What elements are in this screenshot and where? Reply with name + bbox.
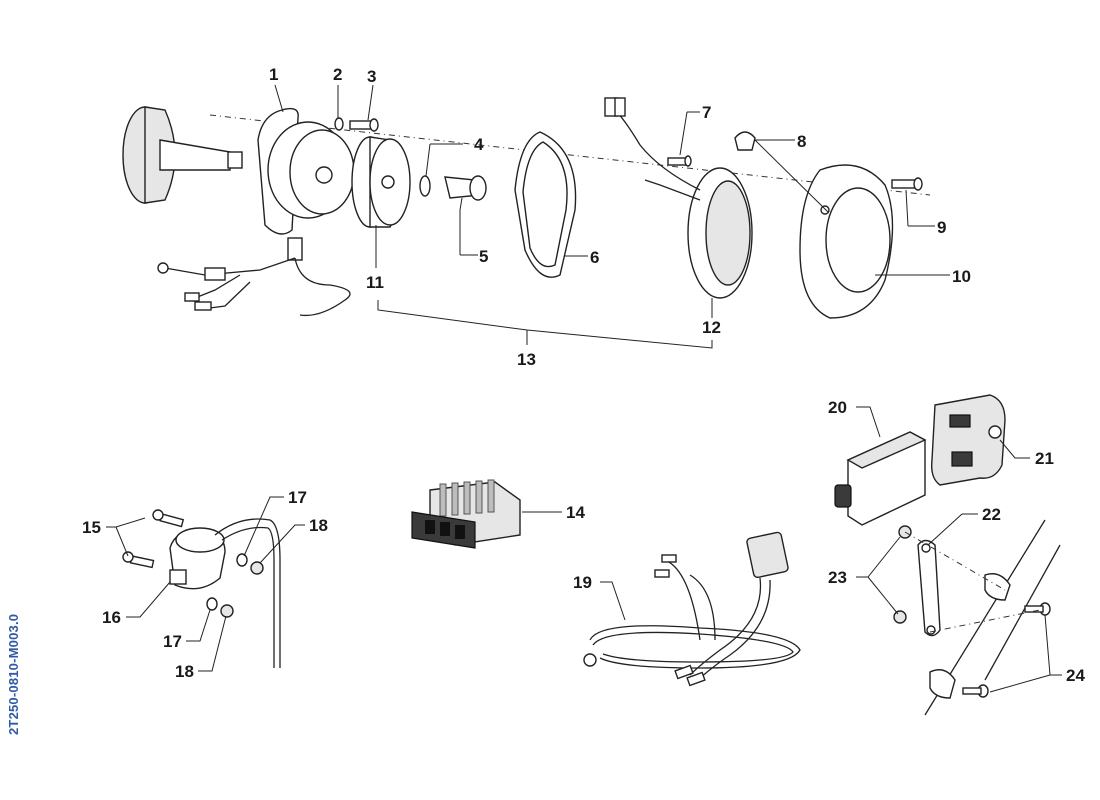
- callout-17-bottom: 17: [163, 632, 182, 651]
- nuts-18: [220, 561, 264, 618]
- callout-8: 8: [797, 132, 806, 151]
- rotor-11: [351, 136, 411, 228]
- nut-5: [444, 175, 487, 201]
- callout-19: 19: [573, 573, 592, 592]
- washer-4: [419, 175, 431, 197]
- bracket-22: [917, 539, 1011, 699]
- callout-20: 20: [828, 398, 847, 417]
- screw-9: [891, 177, 923, 191]
- wiring-harness-19: [583, 531, 801, 687]
- stator-12: [604, 97, 753, 299]
- leader-lines-top: [274, 84, 950, 349]
- callout-23: 23: [828, 568, 847, 587]
- callout-2: 2: [333, 65, 342, 84]
- callout-12: 12: [702, 318, 721, 337]
- document-code: 2T250-0810-M003.0: [6, 613, 21, 735]
- leader-19: [600, 581, 626, 621]
- callout-24: 24: [1066, 666, 1085, 685]
- ecu-20: [834, 431, 927, 526]
- screws-24: [962, 602, 1051, 698]
- callout-21: 21: [1035, 449, 1054, 468]
- callout-14: 14: [566, 503, 585, 522]
- screw-7: [667, 155, 692, 167]
- stator-plate: [257, 107, 355, 261]
- plug-8: [734, 131, 756, 151]
- callout-22: 22: [982, 505, 1001, 524]
- voltage-regulator-14: [411, 479, 521, 549]
- callout-17-top: 17: [288, 488, 307, 507]
- screws-15: [122, 509, 185, 569]
- cdi-unit-21: [930, 394, 1006, 486]
- nuts-23: [893, 525, 912, 624]
- callout-1: 1: [269, 65, 278, 84]
- leader-lines-22-24: [856, 513, 1062, 693]
- flywheel-shaft: [122, 106, 243, 204]
- callout-18-top: 18: [309, 516, 328, 535]
- callout-4: 4: [474, 135, 484, 154]
- callout-10: 10: [952, 267, 971, 286]
- callout-6: 6: [590, 248, 599, 267]
- cover-10: [799, 164, 894, 319]
- callout-9: 9: [937, 218, 946, 237]
- washers-17: [206, 553, 248, 611]
- callout-5: 5: [479, 247, 488, 266]
- stator-wiring: [157, 257, 351, 317]
- callout-16: 16: [102, 608, 121, 627]
- callout-7: 7: [702, 103, 711, 122]
- callout-3: 3: [367, 67, 376, 86]
- callout-11: 11: [366, 273, 384, 292]
- assembly-axis: [209, 114, 931, 196]
- washer-2: [334, 117, 344, 131]
- screw-3: [349, 118, 379, 132]
- leader-lines-coil: [106, 496, 305, 672]
- callout-18-bottom: 18: [175, 662, 194, 681]
- callout-15: 15: [82, 518, 101, 537]
- callout-13: 13: [517, 350, 536, 369]
- leader-lines-20-21: [856, 406, 1030, 459]
- ignition-coil-16: [169, 518, 281, 668]
